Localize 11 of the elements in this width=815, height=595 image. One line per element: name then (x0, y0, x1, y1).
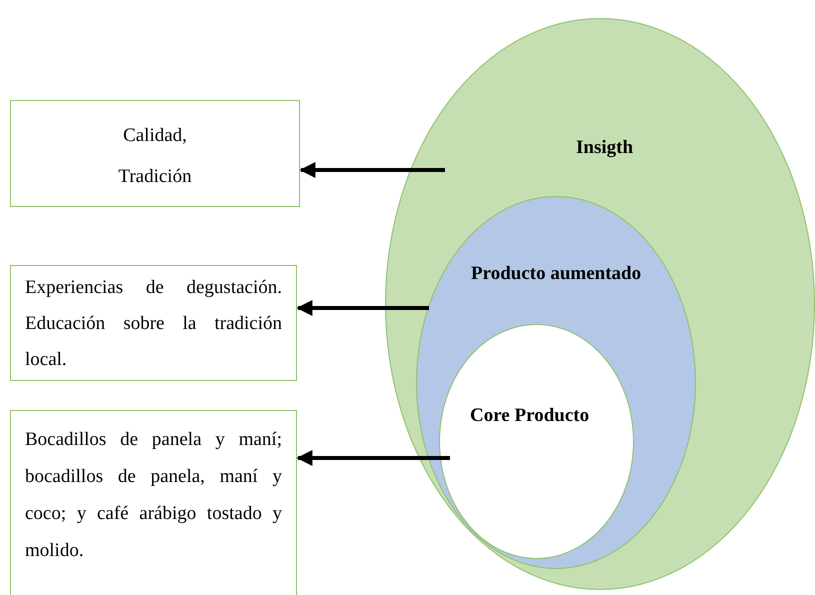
text-box (10, 265, 297, 381)
arrow (299, 162, 445, 178)
layer-label: Producto aumentado (471, 263, 642, 285)
box-text: Bocadillos de panela y maní; bocadillos de panela, maní y coco; y café arábigo tostado y molido. (25, 428, 282, 563)
text-box (10, 100, 300, 207)
arrow (296, 300, 429, 316)
text-box (10, 410, 297, 595)
layer-label: Core Producto (470, 405, 590, 427)
box-text: Experiencias de degustación. Educación sobre la tradición local. (25, 276, 282, 372)
box-text: Calidad, Tradición (117, 124, 193, 189)
layer-label: Insigth (576, 137, 634, 159)
